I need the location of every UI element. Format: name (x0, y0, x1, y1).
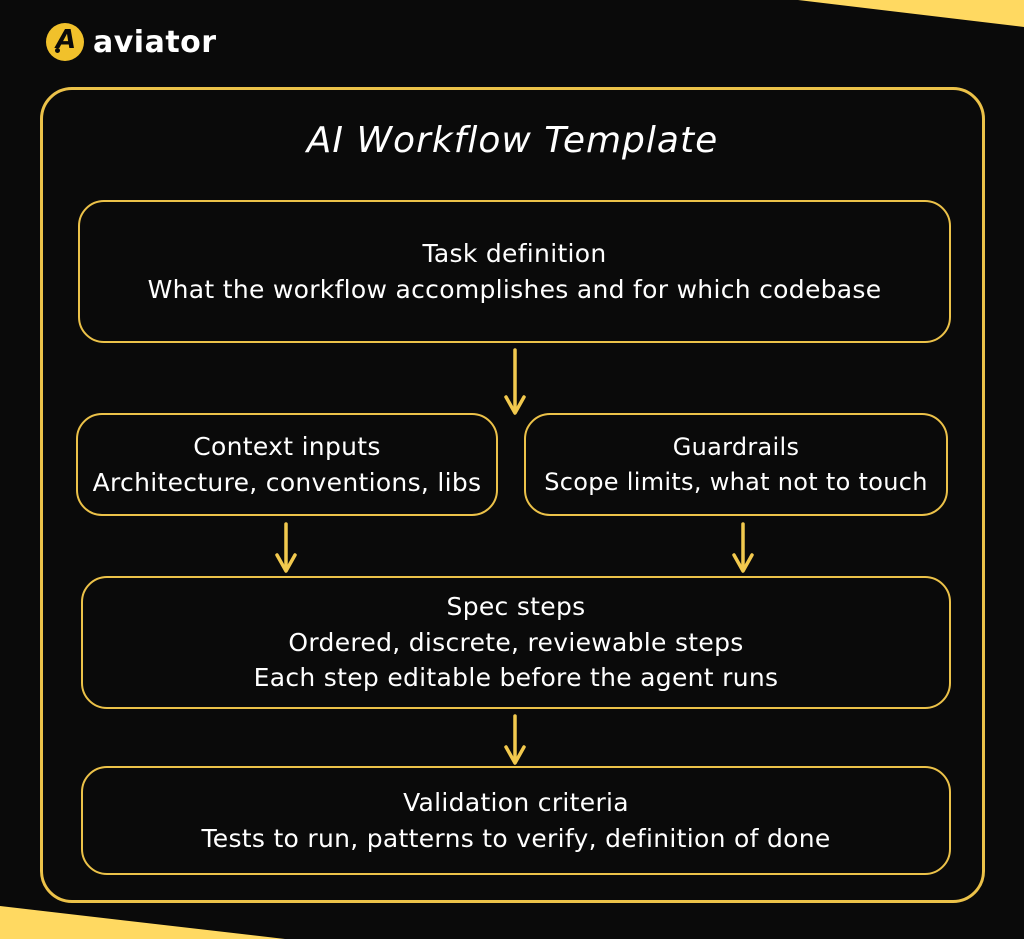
node-title: Task definition (422, 239, 607, 268)
arrow-guardrails-to-spec (732, 522, 754, 573)
node-subtitle: Each step editable before the agent runs (253, 663, 779, 693)
corner-wedge-bottom-left (0, 906, 285, 939)
node-title: Spec steps (446, 592, 586, 622)
node-validation-criteria: Validation criteria Tests to run, patter… (81, 766, 951, 875)
node-subtitle: Scope limits, what not to touch (544, 467, 928, 496)
node-spec-steps: Spec steps Ordered, discrete, reviewable… (81, 576, 951, 709)
node-task-definition: Task definition What the workflow accomp… (78, 200, 951, 343)
logo-dot (55, 48, 60, 53)
diagram-frame: AI Workflow Template (40, 87, 985, 903)
corner-wedge-top-right (798, 0, 1024, 27)
logo-letter: A (55, 25, 77, 55)
node-subtitle: What the workflow accomplishes and for w… (147, 274, 882, 304)
aviator-logo: A aviator (46, 23, 217, 61)
node-subtitle: Architecture, conventions, libs (92, 467, 482, 497)
node-context-inputs: Context inputs Architecture, conventions… (76, 413, 498, 516)
node-guardrails: Guardrails Scope limits, what not to tou… (524, 413, 948, 516)
brand-name: aviator (93, 24, 217, 60)
node-title: Validation criteria (403, 788, 629, 817)
arrow-context-to-spec (275, 522, 297, 573)
node-subtitle: Ordered, discrete, reviewable steps (288, 627, 744, 657)
node-title: Guardrails (672, 433, 800, 462)
arrow-task-to-middle-row (504, 348, 526, 415)
arrow-spec-to-validation (504, 714, 526, 765)
node-subtitle: Tests to run, patterns to verify, defini… (201, 823, 831, 853)
diagram-title: AI Workflow Template (306, 120, 719, 161)
aviator-logo-icon: A (46, 23, 84, 61)
node-title: Context inputs (193, 432, 381, 461)
